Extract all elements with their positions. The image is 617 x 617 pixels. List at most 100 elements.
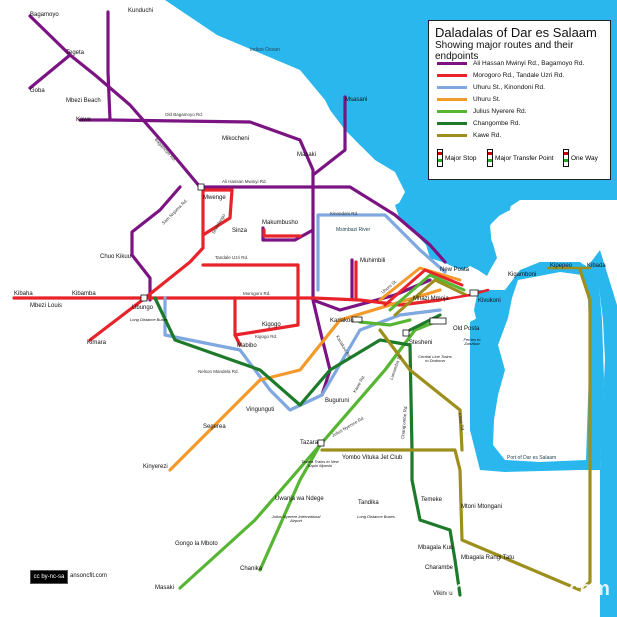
routes bbox=[12, 10, 592, 597]
station-label: Kigogo bbox=[262, 322, 281, 328]
legend-swatch bbox=[437, 61, 467, 65]
stop-kivukoni[interactable] bbox=[469, 289, 479, 297]
station-label: Mbagala Kuu bbox=[418, 545, 454, 551]
indian-ocean-label: Indian Ocean bbox=[250, 47, 280, 53]
note: Long Distance Buses bbox=[130, 317, 168, 322]
station-label: Mabibo bbox=[237, 343, 257, 349]
station-label: Charambe bbox=[425, 565, 454, 571]
road-label: Ali Hassan Mwinyi Rd. bbox=[222, 179, 267, 184]
station-label: Kimara bbox=[87, 340, 107, 346]
route-red-kimara bbox=[88, 188, 234, 342]
route-orange-kinyerezi bbox=[168, 288, 442, 472]
route-red-center bbox=[383, 268, 464, 307]
route-purple-msasani bbox=[311, 95, 347, 177]
legend-keys: Major Stop Major Transfer Point One Way bbox=[435, 147, 605, 169]
stop-mwenge[interactable] bbox=[197, 183, 205, 191]
station-label: Mbezi Louis bbox=[30, 303, 63, 309]
route-orange-center bbox=[378, 266, 462, 302]
station-label: Kawe bbox=[76, 117, 92, 123]
route-purple-kariakoo bbox=[311, 298, 332, 397]
station-label: Mnazi Mmoja bbox=[413, 296, 449, 302]
station-label: Chuo Kikuu bbox=[100, 254, 132, 260]
stop-ubungo[interactable] bbox=[140, 294, 148, 302]
road-label: Morogoro Rd. bbox=[243, 291, 271, 296]
route-darkgreen-chang bbox=[408, 313, 442, 332]
route-red-makumbusho bbox=[262, 228, 302, 238]
route-olive-center bbox=[393, 278, 468, 317]
station-label: Kigamboni bbox=[508, 272, 537, 278]
stop-stesheni[interactable] bbox=[402, 329, 410, 337]
stop-oldposta[interactable] bbox=[429, 317, 447, 325]
station-label: Mbagala Rangi Tatu bbox=[461, 555, 515, 561]
station-label: Kariakoo bbox=[330, 318, 354, 324]
route-olive-kariakoo bbox=[378, 328, 464, 452]
legend-row: Morogoro Rd., Tandale Uzri Rd. bbox=[437, 70, 564, 80]
station-label: Kinyerezi bbox=[143, 464, 168, 470]
route-green-nyerere bbox=[178, 318, 442, 590]
legend-swatch bbox=[437, 121, 467, 125]
route-blue-kinondoni bbox=[316, 213, 447, 292]
route-green-chanika bbox=[258, 443, 322, 572]
station-label: Vikindu bbox=[433, 591, 453, 597]
legend-label: Kawe Rd. bbox=[473, 131, 502, 139]
route-purple-chuokikuu bbox=[130, 185, 182, 302]
route-green-kariakoo bbox=[358, 318, 412, 327]
legend-swatch bbox=[437, 73, 467, 77]
station-label: Gongo la Mboto bbox=[175, 541, 218, 547]
legend-row: Julius Nyerere Rd. bbox=[437, 106, 526, 116]
legend-label: Morogoro Rd., Tandale Uzri Rd. bbox=[473, 71, 565, 79]
legend-label: Changombe Rd. bbox=[473, 119, 521, 127]
one-way-icon bbox=[563, 149, 569, 167]
key-transfer: Major Transfer Point bbox=[487, 149, 554, 167]
stop-tazara[interactable] bbox=[317, 439, 325, 447]
legend-label: Uhuru St. bbox=[473, 95, 501, 103]
credit-text[interactable]: ansoncfit.com bbox=[70, 573, 108, 579]
station-label: Buguruni bbox=[325, 398, 350, 404]
note: Long Distance Buses bbox=[357, 514, 395, 519]
route-purple-bagamoyo bbox=[28, 14, 447, 264]
road-label: Nelson Mandela Rd. bbox=[198, 369, 239, 374]
legend-row: Kawe Rd. bbox=[437, 130, 501, 140]
legend-swatch bbox=[437, 97, 467, 101]
station-label: Kivukoni bbox=[478, 298, 501, 304]
station-label: Segerea bbox=[203, 424, 226, 430]
note: Julius Nyerere International Airport bbox=[271, 514, 321, 524]
route-purple-makumbusho bbox=[261, 226, 315, 242]
station-label: New Posta bbox=[440, 267, 470, 273]
note: Central Line Trains to Dodoma bbox=[418, 354, 452, 364]
legend: Daladalas of Dar es Salaam Showing major… bbox=[428, 20, 611, 180]
watermark: Travelsmaps.com bbox=[442, 578, 610, 600]
station-label: Sinza bbox=[232, 228, 248, 234]
road-label: Kinondoni Rd. bbox=[330, 211, 359, 216]
road-label: Tandale Uzri Rd. bbox=[215, 255, 249, 260]
legend-row: Uhuru St. bbox=[437, 94, 500, 104]
route-olive-kawe bbox=[320, 268, 592, 592]
station-label: Mwenge bbox=[203, 195, 226, 201]
station-label: Uwanja wa Ndege bbox=[275, 496, 324, 502]
station-label: Kibada bbox=[587, 263, 606, 269]
station-label: Makumbusho bbox=[262, 220, 299, 226]
note: Ferries to Zanzibar bbox=[463, 337, 481, 347]
route-blue-segerea bbox=[163, 296, 442, 412]
station-label: Yombo Vituka Jet Club bbox=[342, 455, 403, 461]
route-purple-kawe bbox=[78, 118, 315, 189]
station-label: Masaki bbox=[155, 585, 175, 591]
note: Tazara Trains to New Kapiri Mposhi bbox=[301, 459, 339, 469]
legend-subtitle: Showing major routes and their endpoints bbox=[435, 40, 574, 62]
route-purple-kunduchi bbox=[106, 10, 112, 122]
station-label: Goba bbox=[30, 88, 45, 94]
route-green-center bbox=[388, 273, 466, 312]
major-stop-icon bbox=[437, 149, 443, 167]
station-label: Mikocheni bbox=[222, 136, 250, 142]
station-label: Tazara bbox=[300, 440, 319, 446]
station-label: Stesheni bbox=[409, 340, 433, 346]
stop-kariakoo[interactable] bbox=[351, 316, 363, 323]
station-label: Chanika bbox=[240, 566, 263, 572]
key-major-stop: Major Stop bbox=[437, 149, 476, 167]
station-label: Tegeta bbox=[66, 50, 85, 56]
legend-swatch bbox=[437, 133, 467, 137]
port-label: Port of Dar es Salaam bbox=[507, 455, 557, 461]
station-label: Masaki bbox=[297, 152, 317, 158]
license-badge: cc by-nc-sa bbox=[30, 570, 68, 584]
